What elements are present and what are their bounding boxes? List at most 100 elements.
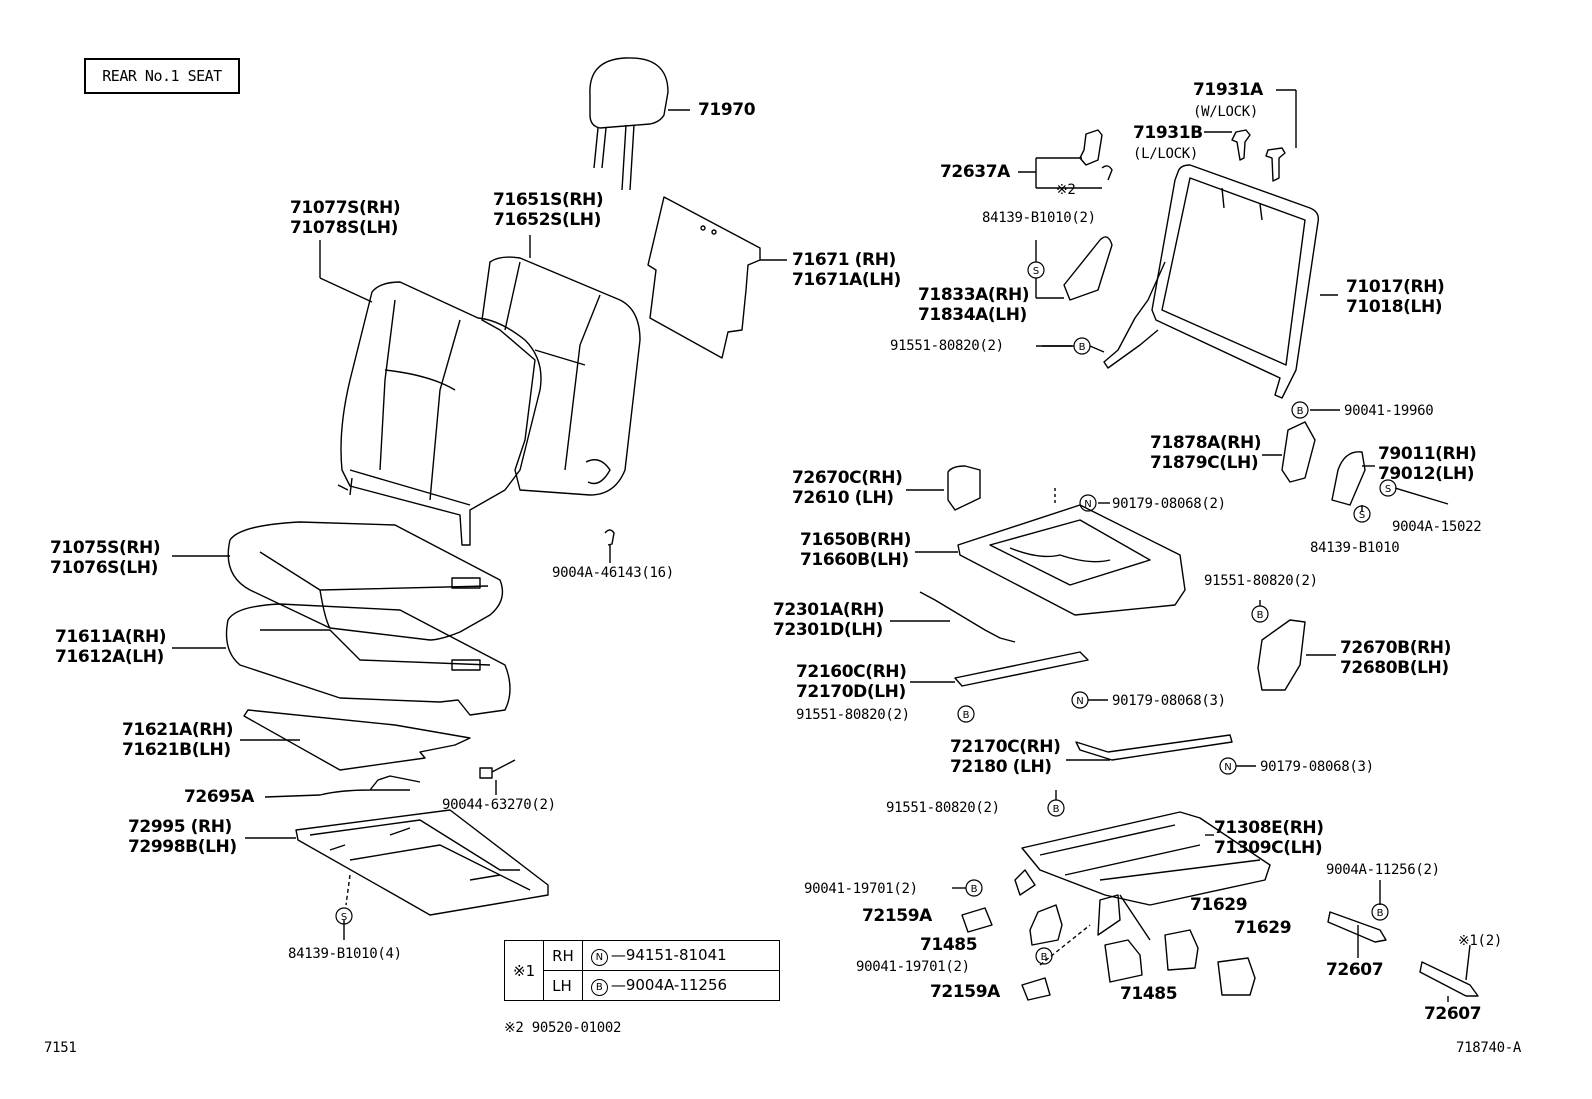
note-table-part: N—94151-81041 <box>581 940 780 971</box>
svg-text:B: B <box>963 710 970 721</box>
svg-text:B: B <box>1079 342 1086 353</box>
label-screw-84139-4: 84139-B1010(4) <box>288 946 402 962</box>
seatback-frame-illustration <box>1103 164 1338 399</box>
label-cushion-cover-lh: 71076S(LH) <box>50 558 158 578</box>
note-table-side: RH <box>543 940 583 971</box>
label-cushion-subframe-rh: 71650B(RH) <box>800 530 911 550</box>
label-cover-hinge-rh: 71833A(RH) <box>918 285 1030 305</box>
nut-symbol-icon: N <box>590 948 608 966</box>
inner-cover-illustration <box>906 465 981 511</box>
diagram-title: REAR No.1 SEAT <box>102 67 222 85</box>
bolt-symbol-icon: B <box>590 978 608 996</box>
label-cover-79011-lh: 79012(LH) <box>1378 464 1475 484</box>
label-cover-hinge-lh: 71834A(LH) <box>918 305 1027 325</box>
label-cushion-pad-rh: 71611A(RH) <box>55 627 167 647</box>
svg-text:S: S <box>1385 484 1391 495</box>
label-clip-16: 9004A-46143(16) <box>552 565 674 581</box>
svg-text:B: B <box>1297 406 1304 417</box>
label-nut-90179-3a: 90179-08068(3) <box>1112 693 1226 709</box>
label-back-cover-lh: 71078S(LH) <box>290 218 398 238</box>
note-table-part: B—9004A-11256 <box>581 970 780 1001</box>
label-screw-84139-2: 84139-B1010(2) <box>982 210 1096 226</box>
label-lock-b-note: (L/LOCK) <box>1133 146 1199 162</box>
label-bush-b: 72159A <box>930 982 1000 1002</box>
hinge-illustration <box>1018 129 1113 189</box>
note-2: ※2 90520-01002 <box>504 1020 622 1036</box>
recliner-cover-illustration <box>1035 236 1113 353</box>
svg-text:S: S <box>341 912 347 923</box>
label-cushion-subframe-lh: 71660B(LH) <box>800 550 909 570</box>
label-screw-84139-single: 84139-B1010 <box>1310 540 1400 556</box>
svg-text:N: N <box>1084 499 1091 510</box>
clip-illustration <box>604 529 615 546</box>
label-cushion-frame-rh: 72995 (RH) <box>128 817 232 837</box>
label-bolt-91551-top: 91551-80820(2) <box>890 338 1004 354</box>
label-clip-90044: 90044-63270(2) <box>442 797 556 813</box>
label-cable-lh: 72301D(LH) <box>773 620 883 640</box>
label-back-board-rh: 71671 (RH) <box>792 250 896 270</box>
label-cushion-sheet-rh: 71621A(RH) <box>122 720 234 740</box>
label-cushion-pad-lh: 71612A(LH) <box>55 647 164 667</box>
note-table-side: LH <box>543 970 583 1001</box>
label-cushion-frame-lh: 72998B(LH) <box>128 837 237 857</box>
label-nut-90179-3b: 90179-08068(3) <box>1260 759 1374 775</box>
bolt-marker-letters: S B B S S N B N B N B B B B S <box>341 266 1391 963</box>
label-bolt-91551-rail: 91551-80820(2) <box>796 707 910 723</box>
headrest-illustration <box>589 57 690 191</box>
label-bolt-9004a-11256: 9004A-11256(2) <box>1326 862 1440 878</box>
label-cover-71485-a: 71485 <box>920 935 978 955</box>
label-cover-72670b-lh: 72680B(LH) <box>1340 658 1449 678</box>
leg-frame-illustration <box>1014 811 1271 941</box>
cushion-cover-illustration <box>172 521 504 641</box>
leader-lines <box>343 345 1449 966</box>
label-bush-a: 72159A <box>862 906 932 926</box>
cushion-pad-illustration <box>172 603 511 716</box>
label-strap-note: ※1(2) <box>1458 933 1502 949</box>
label-back-frame-lh: 71018(LH) <box>1346 297 1443 317</box>
label-lock-b: 71931B <box>1133 123 1203 143</box>
svg-text:S: S <box>1033 266 1039 277</box>
label-cushion-sheet-lh: 71621B(LH) <box>122 740 231 760</box>
lock-pins-illustration <box>1204 89 1297 182</box>
label-lock-a: 71931A <box>1193 80 1263 100</box>
label-recliner-cover-lh: 71879C(LH) <box>1150 453 1259 473</box>
rear-cover-illustration <box>1257 619 1336 691</box>
note-table-mark: ※1 <box>503 940 545 1001</box>
wire-illustration <box>264 759 516 798</box>
svg-text:B: B <box>1377 908 1384 919</box>
page-code-left: 7151 <box>44 1040 77 1056</box>
label-strap-a: 72607 <box>1326 960 1384 980</box>
label-back-board-lh: 71671A(LH) <box>792 270 901 290</box>
label-cover-79011-rh: 79011(RH) <box>1378 444 1477 464</box>
back-board-illustration <box>647 196 787 359</box>
label-rail-72170-rh: 72170C(RH) <box>950 737 1061 757</box>
seatback-cover-illustration <box>319 240 542 546</box>
page-code-right: 718740-A <box>1456 1040 1522 1056</box>
svg-text:B: B <box>1257 610 1264 621</box>
label-hinge-note: ※2 <box>1056 182 1076 198</box>
note-table-part-number: 9004A-11256 <box>625 975 728 994</box>
note-table-part-number: 94151-81041 <box>625 945 727 964</box>
label-back-pad-lh: 71652S(LH) <box>493 210 601 230</box>
cushion-frame-illustration <box>245 809 549 916</box>
label-headrest: 71970 <box>698 100 756 120</box>
label-leg-frame-lh: 71309C(LH) <box>1214 838 1323 858</box>
label-rail-72160-lh: 72170D(LH) <box>796 682 906 702</box>
label-cover-71629-a: 71629 <box>1190 895 1248 915</box>
svg-text:B: B <box>971 884 978 895</box>
label-back-pad-rh: 71651S(RH) <box>493 190 604 210</box>
note-table: ※1 RH N—94151-81041 LH B—9004A-11256 <box>503 940 780 1001</box>
diagram-title-box: REAR No.1 SEAT <box>84 58 240 94</box>
label-bolt-91551-mid: 91551-80820(2) <box>1204 573 1318 589</box>
label-recliner-cover-rh: 71878A(RH) <box>1150 433 1262 453</box>
label-bolt-91551-low: 91551-80820(2) <box>886 800 1000 816</box>
svg-text:N: N <box>1224 762 1231 773</box>
label-bolt-90041-a: 90041-19701(2) <box>804 881 918 897</box>
small-covers-illustration <box>1029 904 1256 996</box>
label-wire: 72695A <box>184 787 254 807</box>
cushion-sheet-illustration <box>240 709 471 771</box>
label-cover-72670c-rh: 72670C(RH) <box>792 468 903 488</box>
bolt-markers <box>335 261 1397 965</box>
label-cover-71485-b: 71485 <box>1120 984 1178 1004</box>
